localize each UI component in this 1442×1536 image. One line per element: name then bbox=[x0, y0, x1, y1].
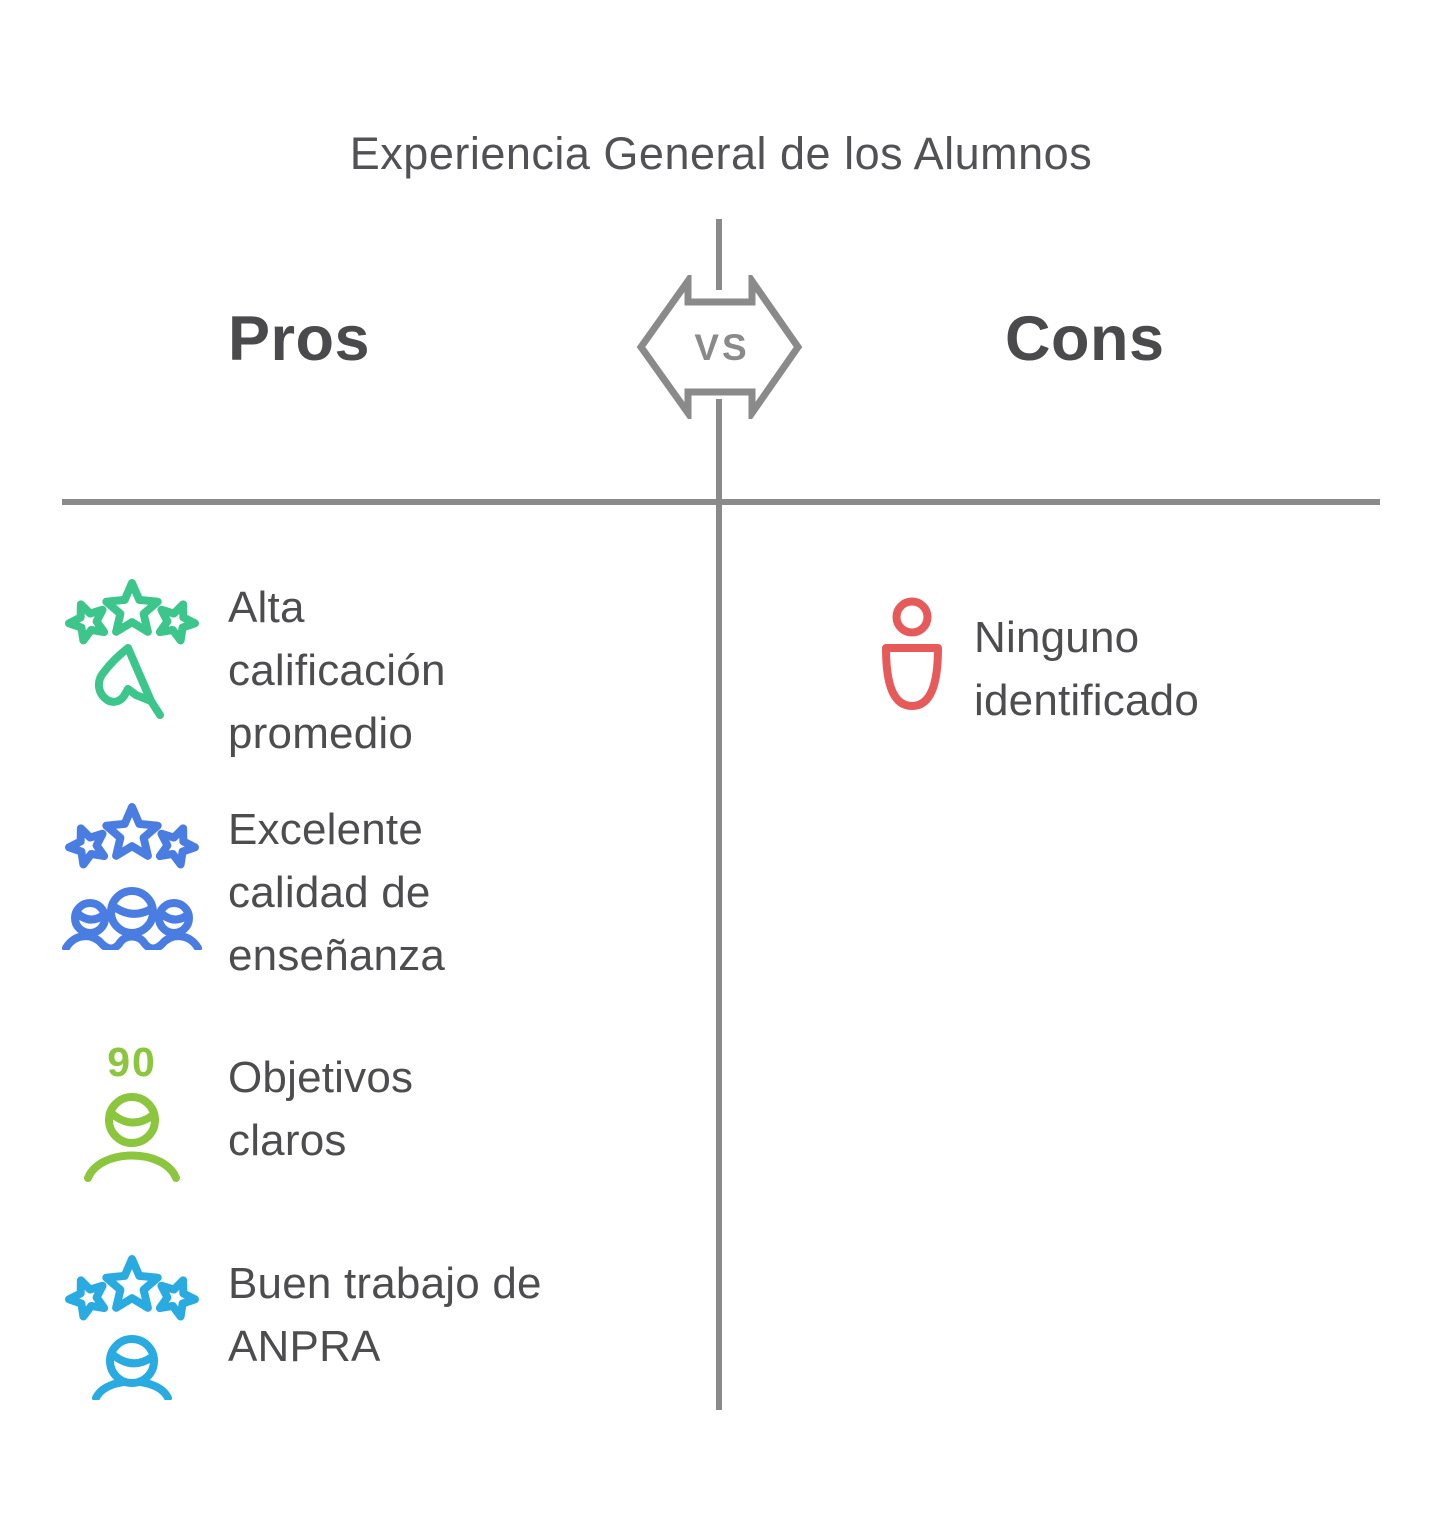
three-stars-people-group-icon bbox=[62, 798, 202, 950]
cons-item-label: Ninguno identificado bbox=[974, 613, 1199, 725]
cons-heading: Cons bbox=[1005, 304, 1165, 374]
cons-item-1: Ninguno identificado bbox=[876, 596, 1304, 732]
vs-hexagon-icon: VS bbox=[636, 275, 803, 419]
pros-item-1: Alta calificación promedio bbox=[62, 572, 528, 765]
pros-item-2: Excelente calidad de enseñanza bbox=[62, 798, 528, 987]
vertical-divider bbox=[716, 399, 722, 1410]
three-stars-person-icon bbox=[62, 1248, 202, 1400]
vs-badge: VS bbox=[633, 275, 807, 419]
pros-item-label: Alta calificación promedio bbox=[228, 583, 446, 758]
person-icon bbox=[876, 596, 948, 726]
title-connector-line bbox=[716, 219, 722, 290]
three-stars-thumbs-up-icon bbox=[62, 572, 202, 724]
vs-label: VS bbox=[694, 327, 749, 368]
pros-item-3: 90 Objetivos claros bbox=[62, 1032, 528, 1184]
pros-item-label: Excelente calidad de enseñanza bbox=[228, 805, 446, 980]
score-value: 90 bbox=[107, 1039, 157, 1085]
pros-item-label: Objetivos claros bbox=[228, 1053, 414, 1165]
pros-heading: Pros bbox=[228, 304, 371, 374]
pros-item-4: Buen trabajo de ANPRA bbox=[62, 1248, 608, 1400]
score-person-icon: 90 bbox=[62, 1032, 202, 1184]
pros-item-label: Buen trabajo de ANPRA bbox=[228, 1259, 542, 1371]
page-title: Experiencia General de los Alumnos bbox=[349, 128, 1093, 179]
